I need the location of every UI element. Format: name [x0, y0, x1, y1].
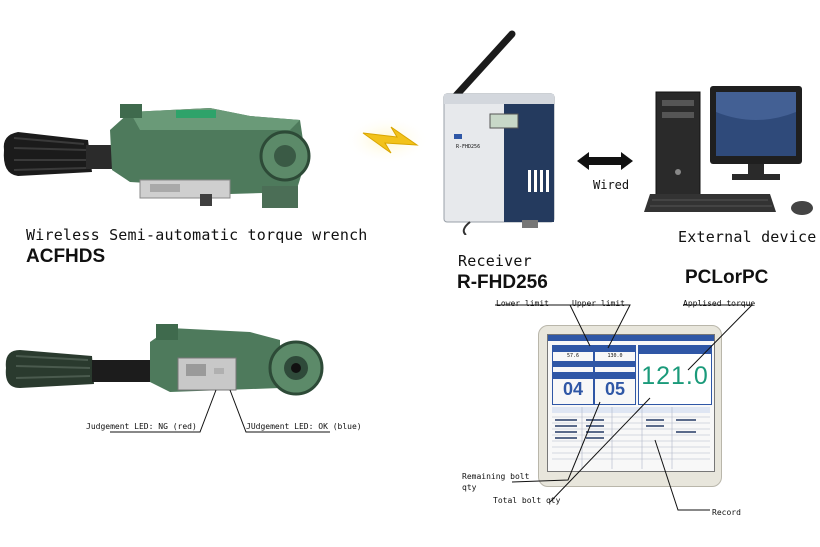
- tablet-monitor: 57.6 130.0 121.0 04 05: [538, 325, 722, 487]
- wired-double-arrow-icon: [577, 152, 633, 170]
- callout-remaining-bolt: Remaining bolt qty: [462, 472, 530, 492]
- screen-remaining-value: 04: [562, 379, 584, 399]
- led-ng-label: Judgement LED: NG (red): [86, 422, 197, 431]
- wireless-lightning-icon: [345, 116, 429, 164]
- screen-remaining-panel: 04: [552, 373, 594, 405]
- screen-total-value: 05: [604, 379, 626, 399]
- screen-upper-limit-value: 130.0: [607, 353, 623, 359]
- external-device-illustration: [644, 86, 813, 215]
- screen-upper-limit-panel: 130.0: [594, 345, 636, 373]
- callout-upper-limit: Upper limit: [572, 299, 625, 308]
- screen-lower-limit-panel: 57.6: [552, 345, 594, 373]
- receiver-model-label: R-FHD256: [457, 272, 548, 293]
- receiver-caption: Receiver: [458, 252, 532, 270]
- screen-lower-limit-value: 57.6: [566, 353, 580, 359]
- screen-callout-lines: [495, 304, 754, 511]
- screen-torque-panel: 121.0: [638, 345, 712, 405]
- pc-model-label: PCLorPC: [685, 267, 769, 288]
- wrench-caption: Wireless Semi-automatic torque wrench: [26, 226, 368, 244]
- wired-label: Wired: [593, 178, 630, 192]
- callout-applied-torque: Applised torque: [683, 299, 756, 308]
- screen-record-table: [552, 407, 710, 469]
- callout-lower-limit: Lower limit: [496, 299, 549, 308]
- screen-total-panel: 05: [594, 373, 636, 405]
- callout-total-bolt: Total bolt qty: [493, 496, 561, 505]
- external-device-caption: External device: [678, 228, 817, 246]
- led-annotation-lines: [110, 389, 330, 433]
- screen-torque-value: 121.0: [641, 362, 709, 390]
- wrench-model-label: ACFHDS: [26, 246, 106, 267]
- wrench-top-illustration: [3, 104, 311, 208]
- tablet-screen: 57.6 130.0 121.0 04 05: [547, 334, 715, 472]
- receiver-brand-text: R-FHD256: [456, 144, 481, 150]
- callout-record: Record: [712, 508, 741, 517]
- receiver-illustration: [443, 30, 555, 235]
- wrench-bottom-illustration: [5, 324, 324, 396]
- led-ok-label: JUdgement LED: OK (blue): [246, 422, 362, 431]
